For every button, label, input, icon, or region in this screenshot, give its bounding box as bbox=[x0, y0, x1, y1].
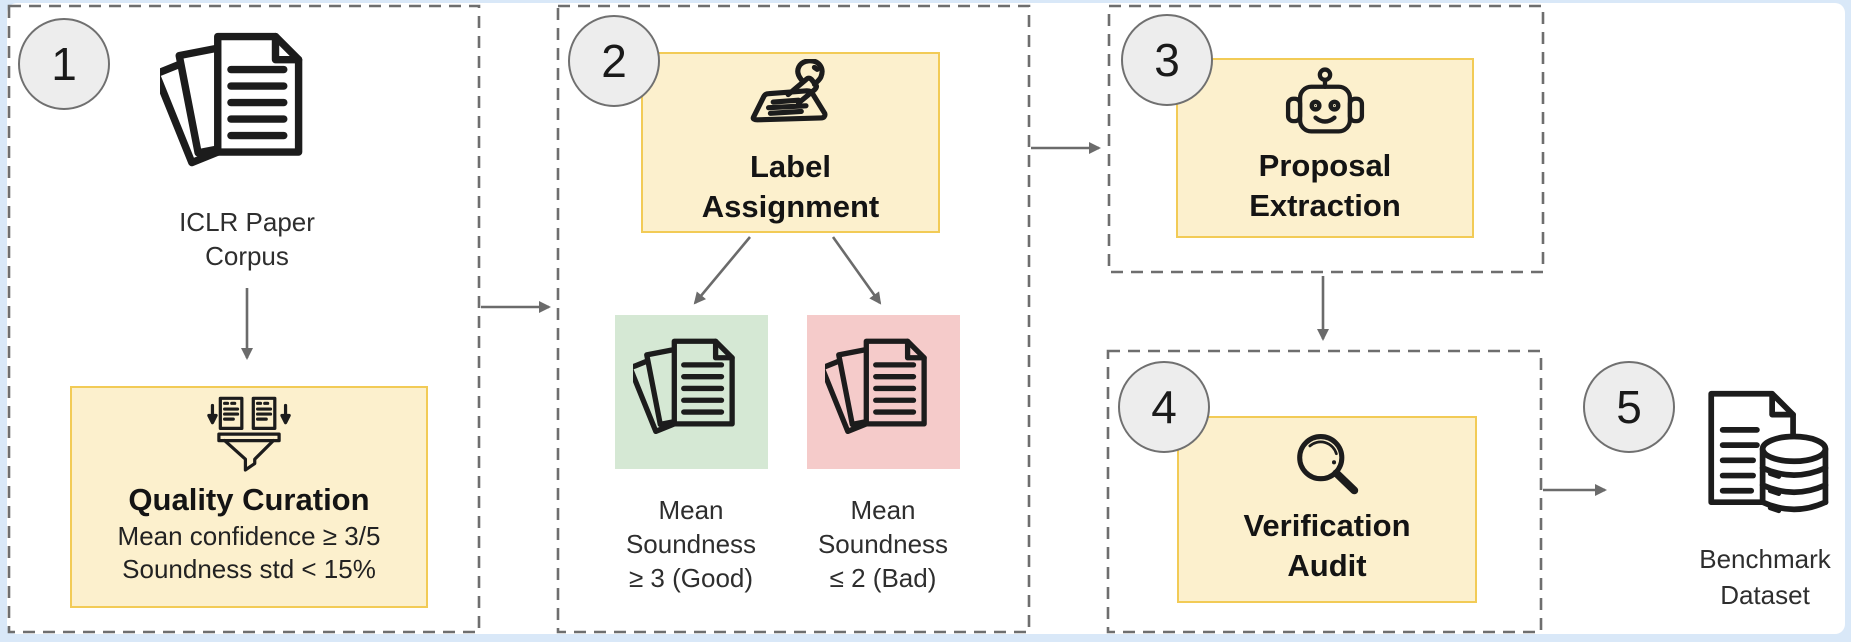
proposal-extraction-title-line2: Extraction bbox=[1249, 188, 1401, 223]
label-assignment-title-line1: Label bbox=[750, 149, 831, 184]
good-papers-box bbox=[615, 315, 768, 469]
verification-audit-box: Verification Audit bbox=[1177, 416, 1477, 603]
step-3-number: 3 bbox=[1154, 34, 1180, 86]
label-assignment-title-line2: Assignment bbox=[701, 189, 880, 224]
step-5-number: 5 bbox=[1616, 381, 1642, 433]
verification-audit-title-line1: Verification bbox=[1243, 508, 1411, 543]
label-assignment-title: Label Assignment bbox=[702, 147, 879, 227]
robot-icon bbox=[1285, 67, 1365, 134]
corpus-label-line1: ICLR Paper bbox=[179, 207, 315, 237]
good-label-line2: Soundness bbox=[625, 529, 757, 559]
paper-stack-icon bbox=[632, 338, 735, 435]
output-label-line2: Dataset bbox=[1720, 580, 1810, 610]
stamp-icon bbox=[750, 59, 827, 123]
proposal-extraction-box: Proposal Extraction bbox=[1176, 58, 1474, 238]
corpus-label: ICLR Paper Corpus bbox=[137, 205, 357, 273]
filter-documents-icon bbox=[207, 396, 291, 472]
quality-curation-box: Quality Curation Mean confidence ≥ 3/5 S… bbox=[70, 386, 428, 608]
good-label: Mean Soundness ≥ 3 (Good) bbox=[591, 493, 791, 595]
output-label: Benchmark Dataset bbox=[1655, 541, 1851, 613]
magnifier-icon bbox=[1297, 434, 1359, 495]
bad-label-line1: Mean bbox=[850, 495, 916, 525]
step-3-badge: 3 bbox=[1121, 14, 1213, 106]
step-4-badge: 4 bbox=[1118, 361, 1210, 453]
document-database-icon bbox=[1708, 390, 1829, 516]
proposal-extraction-title: Proposal Extraction bbox=[1249, 146, 1401, 226]
step-5-badge: 5 bbox=[1583, 361, 1675, 453]
step-1-badge: 1 bbox=[18, 18, 110, 110]
proposal-extraction-title-line1: Proposal bbox=[1258, 148, 1392, 183]
criteria-confidence: Mean confidence ≥ 3/5 bbox=[117, 521, 381, 551]
verification-audit-title: Verification Audit bbox=[1243, 506, 1410, 586]
step-1-number: 1 bbox=[51, 38, 77, 90]
criteria-soundness-std: Soundness std < 15% bbox=[122, 554, 376, 584]
output-label-line1: Benchmark bbox=[1699, 544, 1831, 574]
step-4-number: 4 bbox=[1151, 381, 1177, 433]
verification-audit-title-line2: Audit bbox=[1287, 548, 1367, 583]
quality-curation-title: Quality Curation bbox=[128, 482, 370, 517]
paper-stack-icon bbox=[160, 32, 303, 167]
corpus-label-line2: Corpus bbox=[205, 241, 289, 271]
good-label-line1: Mean bbox=[658, 495, 724, 525]
good-label-line3: ≥ 3 (Good) bbox=[628, 563, 754, 593]
bad-papers-box bbox=[807, 315, 960, 469]
step-2-badge: 2 bbox=[568, 15, 660, 107]
paper-stack-icon bbox=[824, 338, 927, 435]
bad-label-line2: Soundness bbox=[817, 529, 949, 559]
label-assignment-box: Label Assignment bbox=[641, 52, 940, 233]
bad-label-line3: ≤ 2 (Bad) bbox=[829, 563, 937, 593]
step-2-number: 2 bbox=[601, 35, 627, 87]
bad-label: Mean Soundness ≤ 2 (Bad) bbox=[783, 493, 983, 595]
